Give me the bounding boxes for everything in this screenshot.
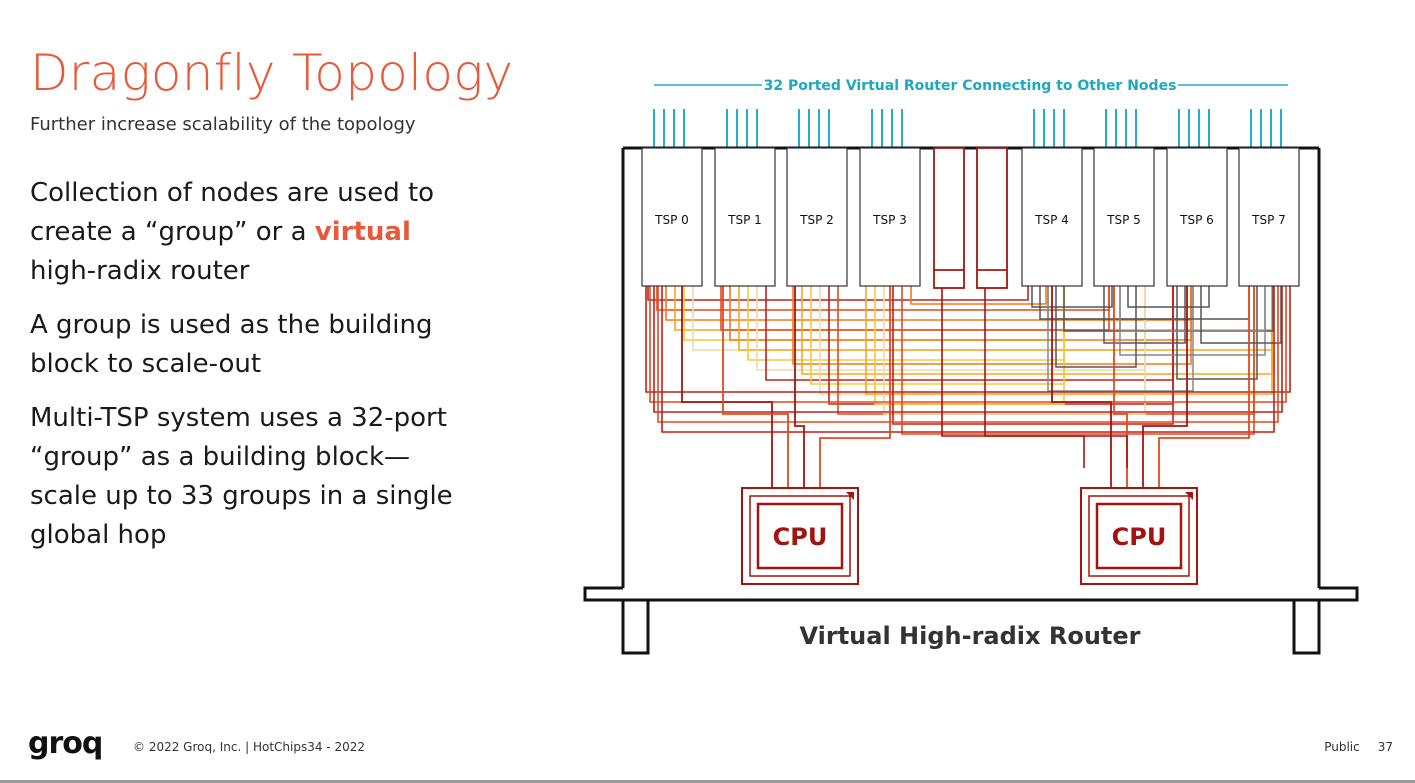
slide-title: Dragonfly Topology (30, 44, 514, 102)
wire (819, 286, 891, 488)
wire (1142, 286, 1188, 488)
tsp-module (1166, 147, 1228, 287)
wire (1200, 286, 1282, 344)
tsp-label: TSP 7 (1251, 213, 1286, 227)
wire (683, 286, 1065, 341)
wire (1176, 286, 1258, 380)
wire (901, 286, 1255, 435)
wire (941, 288, 1085, 468)
bullet-item: Multi-TSP system uses a 32-port “group” … (30, 403, 453, 550)
expansion-slot (976, 147, 1008, 289)
wire (792, 286, 1192, 365)
tsp-modules: TSP 0 TSP 1 TSP 2 TSP 3 TSP 4 TSP 5 TSP 6 TSP 7 (641, 147, 1300, 287)
wire (874, 286, 1065, 405)
interconnect-wires (645, 147, 1291, 488)
tsp-label: TSP 6 (1179, 213, 1214, 227)
wire (756, 286, 1146, 371)
tsp-module (1021, 147, 1083, 287)
wire (649, 286, 1287, 403)
wire (722, 286, 789, 488)
wire (910, 286, 1047, 305)
wire (681, 286, 773, 488)
classification-label: Public (1324, 740, 1360, 754)
chassis-foot-left (621, 600, 650, 655)
wire (1051, 286, 1112, 488)
chassis-base (583, 586, 1359, 602)
cpu-chip (756, 502, 844, 570)
bullet-item: Collection of nodes are used to create a… (30, 174, 470, 291)
port-lines (653, 109, 1282, 148)
wire (1047, 286, 1194, 392)
cpu-notch-icon (846, 492, 854, 500)
wire (645, 286, 1291, 393)
tsp-module (859, 147, 921, 287)
cpu-socket-inner (749, 495, 851, 577)
tsp-module (714, 147, 776, 287)
footer-right: Public 37 (1324, 740, 1393, 754)
cpu-modules: CPU CPU (741, 487, 1198, 585)
wire (1127, 286, 1210, 308)
wire (865, 286, 1273, 395)
wire (984, 288, 1128, 468)
wire (657, 286, 1279, 423)
bullet-list: Collection of nodes are used to create a… (30, 174, 470, 570)
tsp-label: TSP 2 (799, 213, 834, 227)
wire (661, 286, 1275, 433)
wire (720, 286, 1110, 331)
cpu-chip (1095, 502, 1183, 570)
router-diagram: 32 Ported Virtual Router Connecting to O… (583, 78, 1359, 655)
tsp-label: TSP 0 (654, 213, 689, 227)
wire (729, 286, 1192, 341)
tsp-module (641, 147, 703, 287)
wire (883, 286, 1146, 415)
cpu-notch-icon (1185, 492, 1193, 500)
wire (1031, 286, 1113, 308)
bullet-text: Collection of nodes are used to create a… (30, 178, 435, 247)
diagram-caption: Virtual High-radix Router (799, 622, 1140, 650)
cpu-label: CPU (1112, 523, 1167, 551)
bottom-rule (0, 780, 1415, 783)
slide-subtitle: Further increase scalability of the topo… (30, 114, 416, 135)
tsp-label: TSP 3 (872, 213, 907, 227)
cpu-socket-inner (1088, 495, 1190, 577)
wire (1158, 286, 1250, 488)
wire (653, 286, 1283, 413)
bullet-highlight: virtual (314, 217, 411, 247)
tsp-module (1093, 147, 1155, 287)
wire (1119, 286, 1266, 332)
bullet-text: high-radix router (30, 256, 250, 286)
tsp-module (786, 147, 848, 287)
expansion-slot (933, 147, 965, 289)
page-number: 37 (1377, 740, 1393, 754)
tsp-label: TSP 5 (1106, 213, 1141, 227)
wire (674, 286, 1273, 331)
cpu-label: CPU (773, 523, 828, 551)
wire (794, 286, 805, 488)
footer-copyright: © 2022 Groq, Inc. | HotChips34 - 2022 (133, 740, 365, 754)
bullet-item: A group is used as the building block to… (30, 310, 433, 379)
header-label: 32 Ported Virtual Router Connecting to O… (764, 78, 1177, 94)
groq-logo: groq (28, 726, 103, 761)
wire (1063, 286, 1274, 332)
tsp-label: TSP 1 (727, 213, 762, 227)
wire (1055, 286, 1137, 368)
chassis-foot-right (1292, 600, 1321, 655)
tsp-module (1238, 147, 1300, 287)
wire (1103, 286, 1186, 344)
tsp-label: TSP 4 (1034, 213, 1069, 227)
